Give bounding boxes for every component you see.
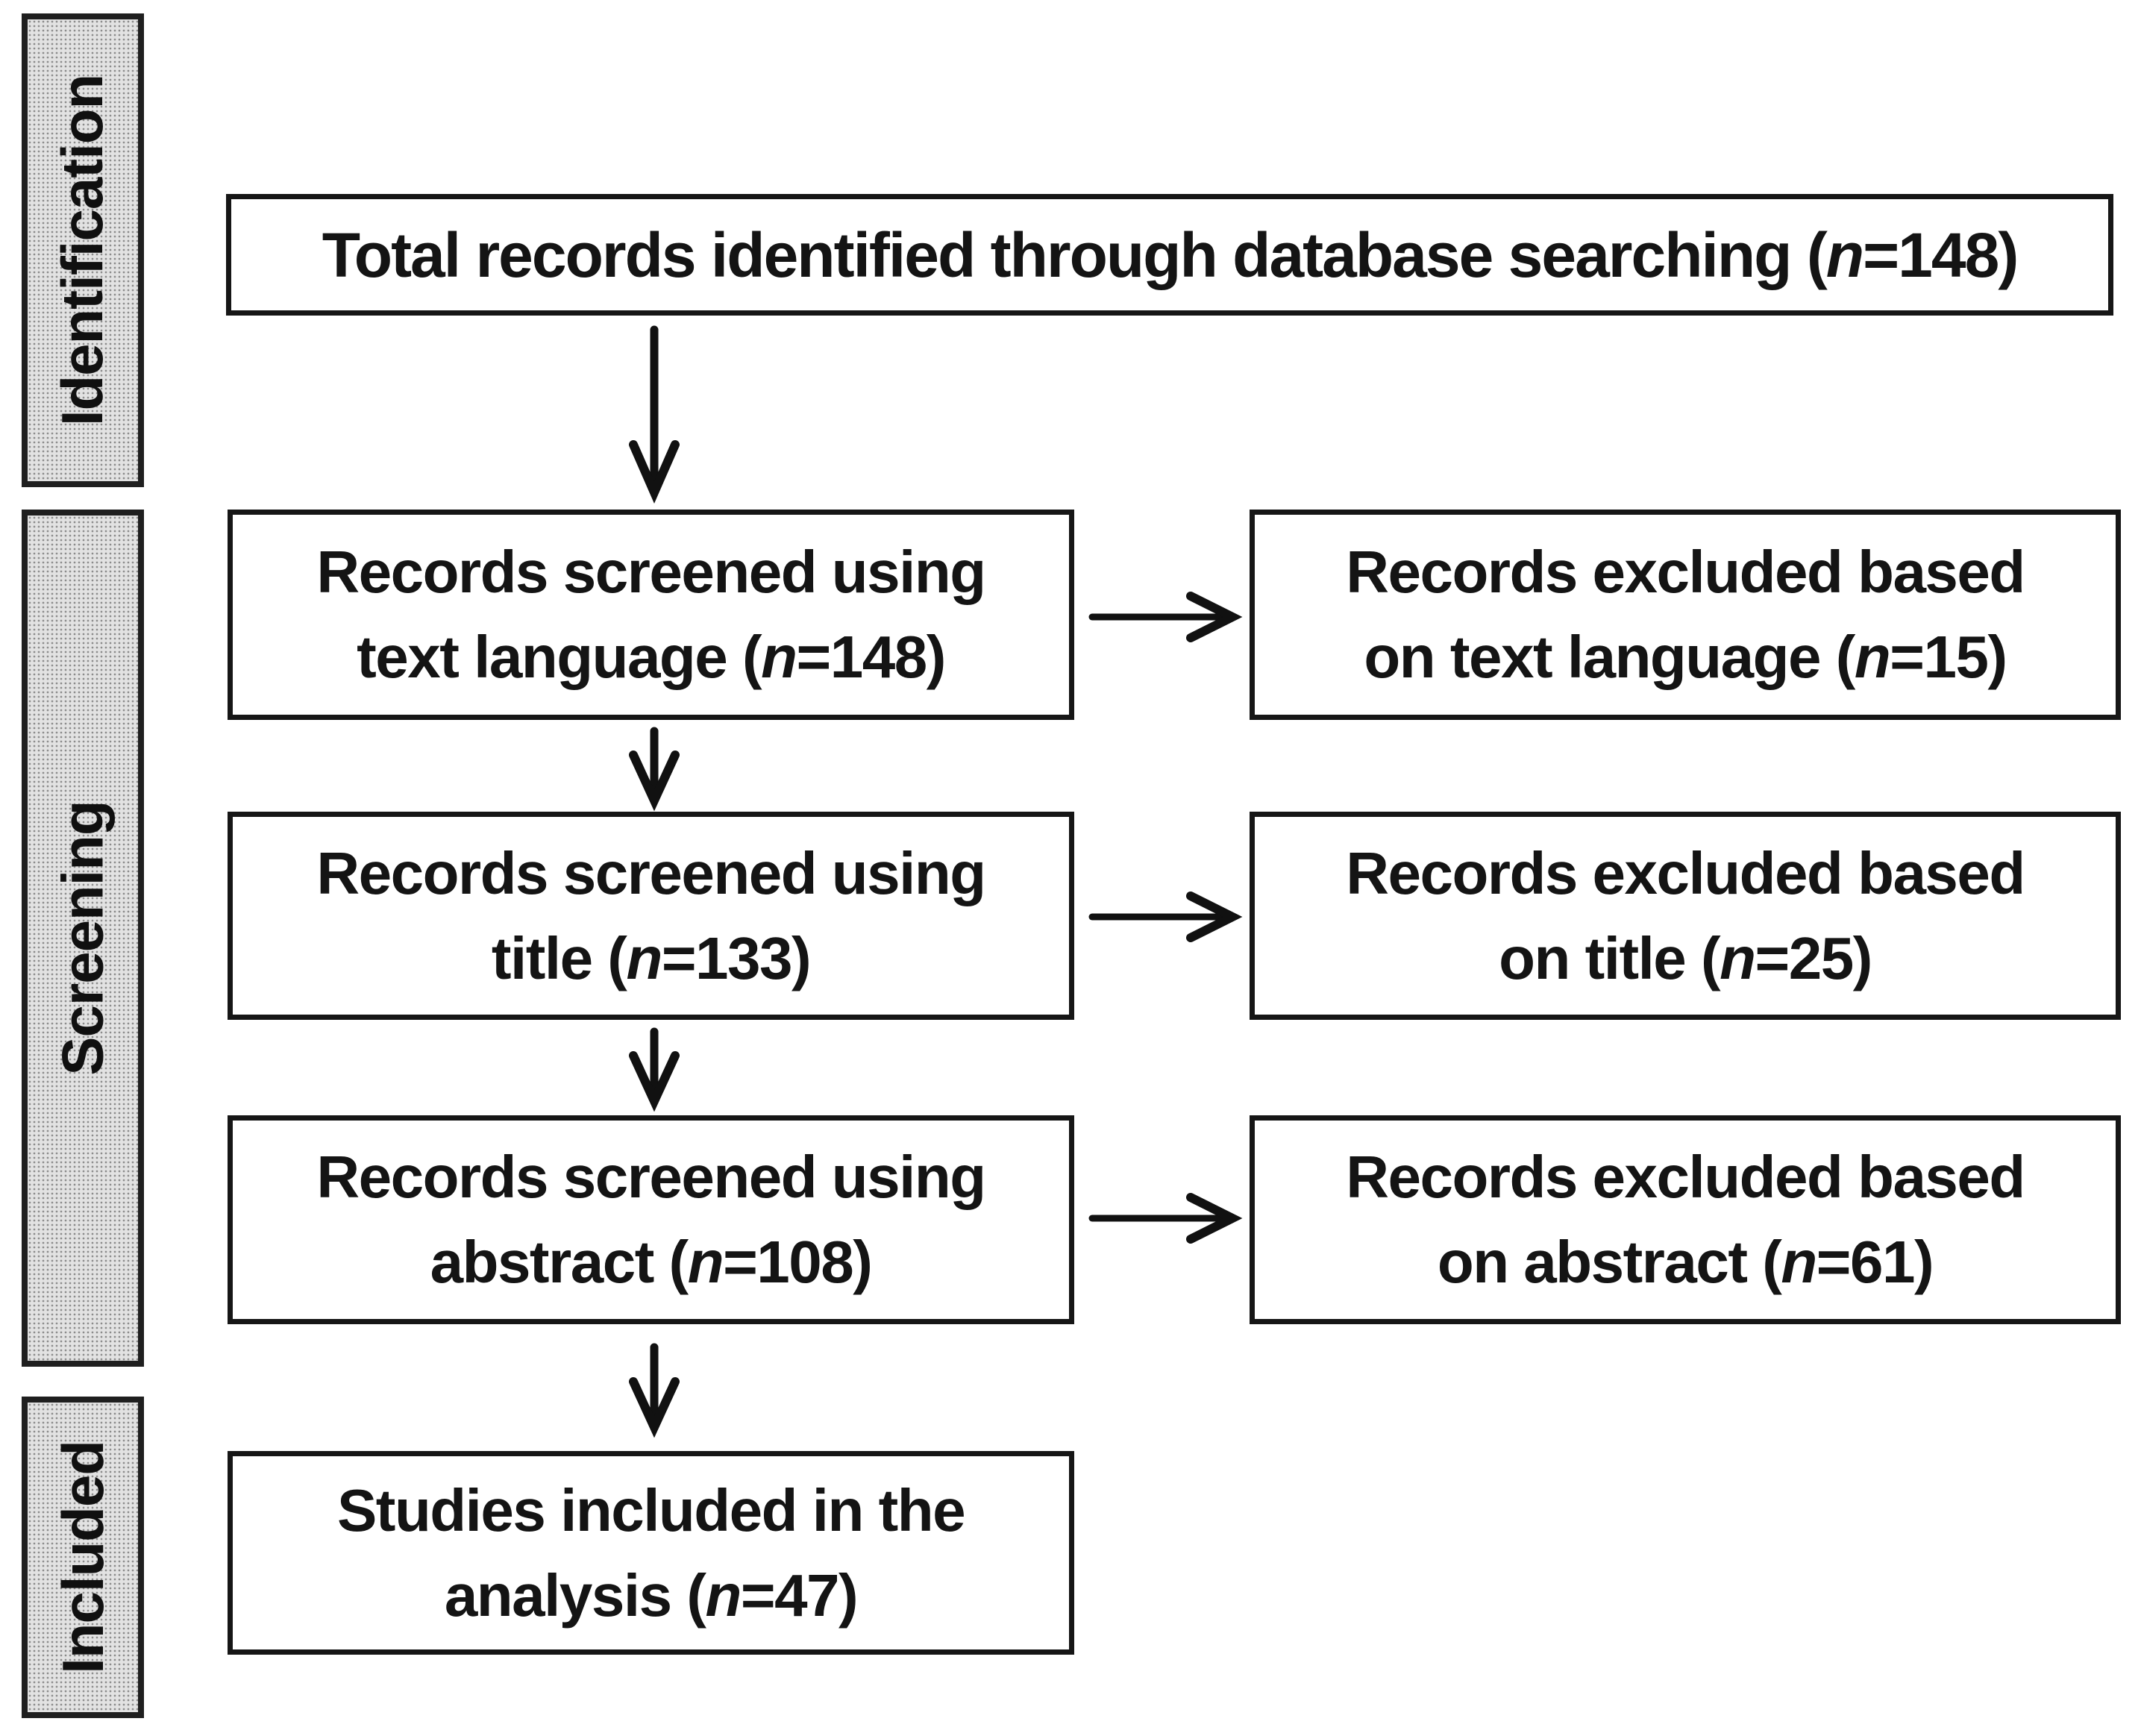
box-excluded-text-language: Records excluded based on text language … (1250, 510, 2121, 720)
box-included-analysis-line2: analysis (n=47) (444, 1561, 859, 1629)
down-arrow-abstract-to-included (629, 1343, 680, 1438)
n-variable: n (687, 1229, 724, 1295)
down-arrow-identified-to-screened (629, 325, 680, 504)
box-screened-text-language-line2: text language (n=148) (357, 624, 946, 690)
box-screened-abstract: Records screened using abstract (n=108) (228, 1115, 1074, 1324)
box-total-records-line2: Total records identified through databas… (322, 219, 2019, 290)
n-variable: n (1720, 924, 1756, 991)
box-excluded-abstract-line2: on abstract (n=61) (1437, 1229, 1934, 1295)
stage-screening: Screening (22, 510, 144, 1367)
box-screened-title-line1: Records screened using (316, 839, 986, 906)
stage-screening-label: Screening (49, 800, 116, 1076)
box-screened-text-language-line1: Records screened using (316, 539, 986, 605)
box-screened-abstract-line2: abstract (n=108) (430, 1229, 873, 1295)
box-screened-title: Records screened using title (n=133) (228, 812, 1074, 1020)
n-variable: n (626, 924, 662, 991)
box-total-records: Total records identified through databas… (226, 194, 2113, 316)
box-screened-title-line2: title (n=133) (491, 924, 812, 991)
n-variable: n (1825, 219, 1864, 290)
box-included-analysis: Studies included in the analysis (n=47) (228, 1451, 1074, 1655)
down-arrow-textlanguage-to-title (629, 727, 680, 812)
stage-identification: Identification (22, 13, 144, 487)
down-arrow-title-to-abstract (629, 1027, 680, 1112)
box-excluded-text-language-line2: on text language (n=15) (1364, 624, 2007, 690)
n-variable: n (761, 624, 797, 690)
box-excluded-title: Records excluded based on title (n=25) (1250, 812, 2121, 1020)
n-variable: n (705, 1561, 742, 1629)
box-screened-abstract-line1: Records screened using (316, 1144, 986, 1210)
stage-included-label: Included (49, 1441, 116, 1674)
n-variable: n (1854, 624, 1891, 690)
box-excluded-title-line2: on title (n=25) (1499, 924, 1872, 991)
box-screened-text-language: Records screened using text language (n=… (228, 510, 1074, 720)
box-included-analysis-line1: Studies included in the (336, 1476, 966, 1544)
right-arrow-excluded-text-language (1088, 592, 1243, 642)
box-excluded-title-line1: Records excluded based (1346, 839, 2025, 906)
right-arrow-excluded-title (1088, 891, 1243, 942)
right-arrow-excluded-abstract (1088, 1193, 1243, 1244)
n-variable: n (1781, 1229, 1817, 1295)
stage-included: Included (22, 1397, 144, 1718)
box-excluded-abstract: Records excluded based on abstract (n=61… (1250, 1115, 2121, 1324)
box-excluded-abstract-line1: Records excluded based (1346, 1144, 2025, 1210)
stage-identification-label: Identification (49, 74, 116, 427)
box-excluded-text-language-line1: Records excluded based (1346, 539, 2025, 605)
